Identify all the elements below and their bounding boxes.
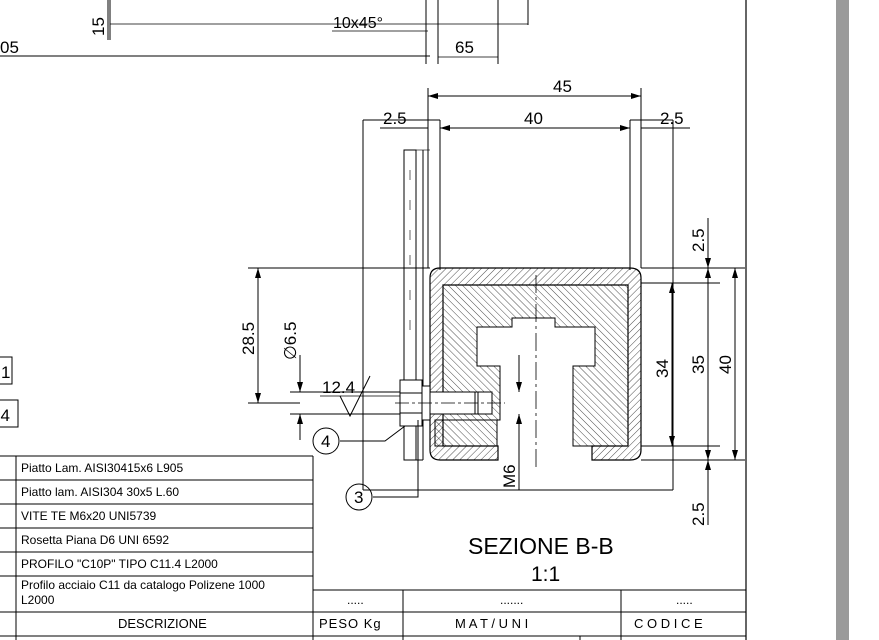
- header-codice: C O D I C E: [634, 616, 703, 631]
- left-box-1: [0, 356, 13, 385]
- dim-28-5: 28.5: [239, 322, 258, 355]
- parts-row-5: PROFILO "C10P" TIPO C11.4 L2000: [21, 557, 218, 571]
- parts-row-6b: L2000: [21, 593, 55, 607]
- codice-dots: .....: [676, 593, 693, 607]
- dim-34: 34: [653, 359, 672, 378]
- dim-65: 65: [455, 38, 474, 57]
- dim-45: 45: [553, 77, 572, 96]
- header-descrizione: DESCRIZIONE: [118, 616, 207, 631]
- parts-table-grid: [0, 455, 746, 640]
- dim-40-side: 40: [716, 355, 735, 374]
- section-title: SEZIONE B-B: [468, 533, 614, 559]
- dim-2-5-upper: 2.5: [689, 228, 708, 252]
- right-panel-bar: [836, 0, 849, 640]
- mat-dots: .......: [500, 593, 523, 607]
- dim-12-4: 12.4: [322, 378, 355, 397]
- parts-row-3: VITE TE M6x20 UNI5739: [21, 509, 156, 523]
- right-dimensions: [248, 218, 745, 525]
- dim-15: 15: [89, 17, 108, 36]
- left-box-34: [0, 399, 19, 428]
- parts-row-4: Rosetta Piana D6 UNI 6592: [21, 533, 169, 547]
- dim-2-5-right: 2.5: [660, 109, 684, 128]
- header-peso: PESO Kg: [319, 616, 382, 631]
- parts-row-2: Piatto lam. AISI304 30x5 L.60: [21, 485, 179, 499]
- parts-row-6: Profilo acciaio C11 da catalogo Polizene…: [21, 578, 265, 592]
- balloon-4-label: 4: [321, 432, 330, 451]
- parts-row-1: Piatto Lam. AISI30415x6 L905: [21, 461, 183, 475]
- left-box-34-label: 34: [0, 406, 10, 425]
- dim-05: 05: [0, 38, 19, 57]
- dim-40-top: 40: [524, 109, 543, 128]
- balloon-3-label: 3: [354, 488, 363, 507]
- dim-2-5-left: 2.5: [383, 109, 407, 128]
- balloon-4: [312, 427, 340, 455]
- left-box-1-label: 1: [1, 363, 10, 382]
- section-scale: 1:1: [531, 563, 560, 586]
- peso-dots: .....: [347, 593, 364, 607]
- dim-2-5-lower: 2.5: [689, 502, 708, 526]
- dim-35: 35: [689, 355, 708, 374]
- dim-m6: M6: [500, 464, 519, 488]
- nut-block: [434, 419, 498, 447]
- dim-diam-6-5: ∅6.5: [281, 322, 300, 360]
- dim-10x45: 10x45°: [333, 15, 383, 32]
- header-mat: M A T / U N I: [455, 616, 528, 631]
- top-partial-view: [0, 0, 529, 64]
- balloon-3: [345, 483, 373, 511]
